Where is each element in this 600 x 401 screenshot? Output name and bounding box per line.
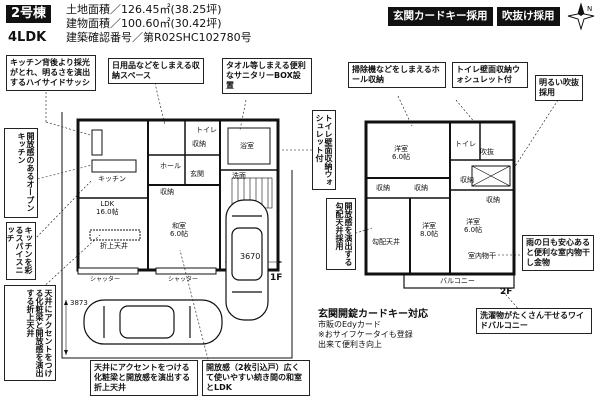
room-hanger: 室内物干 xyxy=(468,252,496,260)
room-washitsu-size: 6.0帖 xyxy=(170,230,189,238)
cardkey-feature: 玄関開錠カードキー対応 市販のEdyカード ※おサイフケータイも登録 出来て便利… xyxy=(318,310,468,350)
room-western-3: 洋室 6.0帖 xyxy=(464,218,482,234)
lot-badge: 2号棟 xyxy=(6,5,52,23)
room-wash: 洗面 xyxy=(232,172,246,180)
room-washitsu-label: 和室 xyxy=(172,222,187,230)
note-kitchen-window: キッチン背後より採光がとれ、明るさを演出するハイサイドサッシ xyxy=(6,55,96,91)
note-ceiling-1f: 天井にアクセントをつける化粧梁と開放感を演出する折上天井 xyxy=(4,285,56,381)
dimension-3873: 3873 xyxy=(70,299,88,307)
shutter-2: シャッター xyxy=(168,276,199,283)
building-area: 建物面積／100.60㎡(30.42坪) xyxy=(66,17,222,30)
room-toilet-1f: トイレ xyxy=(196,126,217,134)
note-toilet-2f: トイレ壁面収納ウォシュレット付 xyxy=(452,62,528,88)
note-open-kitchen: 開放感のあるオープンキッチン xyxy=(4,128,38,218)
note-fukinuke-bright: 明るい吹抜採用 xyxy=(535,75,583,101)
note-ceiling-2f: 開放感を演出する勾配天井採用 xyxy=(326,198,356,270)
room-ldk-label: LDK xyxy=(100,200,115,208)
note-cleaner-storage: 掃除機などをしまえるホール収納 xyxy=(348,62,446,88)
room-entrance: 玄関 xyxy=(190,170,204,178)
room-western-3-size: 6.0帖 xyxy=(464,226,483,234)
floor-1f-label: 1F xyxy=(270,273,283,283)
note-rain-laundry: 雨の日も安心あると便利な室内物干し金物 xyxy=(522,235,594,271)
note-storage-daily: 日用品などをしまえる収納スペース xyxy=(108,58,204,84)
note-sanitary-box: タオル等しまえる便利なサニタリーBOX設置 xyxy=(222,58,312,94)
land-area: 土地面積／126.45㎡(38.25坪) xyxy=(66,3,222,16)
room-ceiling-1f: 折上天井 xyxy=(100,242,128,250)
cardkey-title: 玄関開錠カードキー対応 xyxy=(318,309,428,320)
cardkey-tag: 玄関カードキー採用 xyxy=(388,7,493,26)
room-bath: 浴室 xyxy=(240,142,254,150)
room-western-2-label: 洋室 xyxy=(422,222,437,230)
note-toilet-shelf-1f: トイレ壁面収納ウォシュレット付 xyxy=(312,110,336,190)
room-ceiling-2f: 勾配天井 xyxy=(372,238,400,246)
compass-icon: N xyxy=(567,2,595,30)
room-storage-2f-1: 収納 xyxy=(376,184,390,192)
layout-type: 4LDK xyxy=(8,30,47,45)
room-western-2: 洋室 8.0帖 xyxy=(420,222,438,238)
room-storage-1f-2: 収納 xyxy=(192,140,206,148)
cardkey-line-1: 市販のEdyカード xyxy=(318,320,381,329)
room-western-1-size: 6.0帖 xyxy=(392,153,411,161)
shutter-1: シャッター xyxy=(90,276,121,283)
room-balcony: バルコニー xyxy=(440,277,475,285)
note-balcony: 洗濯物がたくさん干せるワイドバルコニー xyxy=(476,308,592,334)
cardkey-line-2: ※おサイフケータイも登録 xyxy=(318,330,413,339)
room-hall: ホール xyxy=(160,162,181,170)
room-storage-1f-1: 収納 xyxy=(160,188,174,196)
floor-2f-label: 2F xyxy=(500,287,513,297)
room-kitchen: キッチン xyxy=(98,175,126,183)
room-fukinuke: 吹抜 xyxy=(480,148,494,156)
fukinuke-tag: 吹抜け採用 xyxy=(497,7,560,26)
room-western-1: 洋室 6.0帖 xyxy=(392,145,410,161)
note-ceiling-bottom: 天井にアクセントをつける化粧梁と開放感を演出する折上天井 xyxy=(90,360,198,396)
room-ldk-size: 16.0帖 xyxy=(96,208,119,216)
note-washitsu: 開放感（2枚引込戸）広くて使いやすい続き間の和室とLDK xyxy=(202,360,310,396)
room-toilet-2f: トイレ xyxy=(455,140,476,148)
permit-number: 建築確認番号／第R02SHC102780号 xyxy=(66,31,252,44)
note-spice-niche: キッチンを彩るスパイスニッチ xyxy=(6,222,36,280)
room-storage-2f-2: 収納 xyxy=(414,184,428,192)
room-western-2-size: 8.0帖 xyxy=(420,230,439,238)
dimension-3670: 3670 xyxy=(240,252,261,261)
svg-text:N: N xyxy=(587,5,592,13)
room-western-1-label: 洋室 xyxy=(394,145,409,153)
room-storage-2f-3: 収納 xyxy=(460,176,474,184)
room-ldk: LDK 16.0帖 xyxy=(96,200,119,216)
room-western-3-label: 洋室 xyxy=(466,218,481,226)
cardkey-line-3: 出来て便利き向上 xyxy=(318,340,382,349)
room-washitsu: 和室 6.0帖 xyxy=(170,222,188,238)
room-storage-2f-4: 収納 xyxy=(486,196,500,204)
